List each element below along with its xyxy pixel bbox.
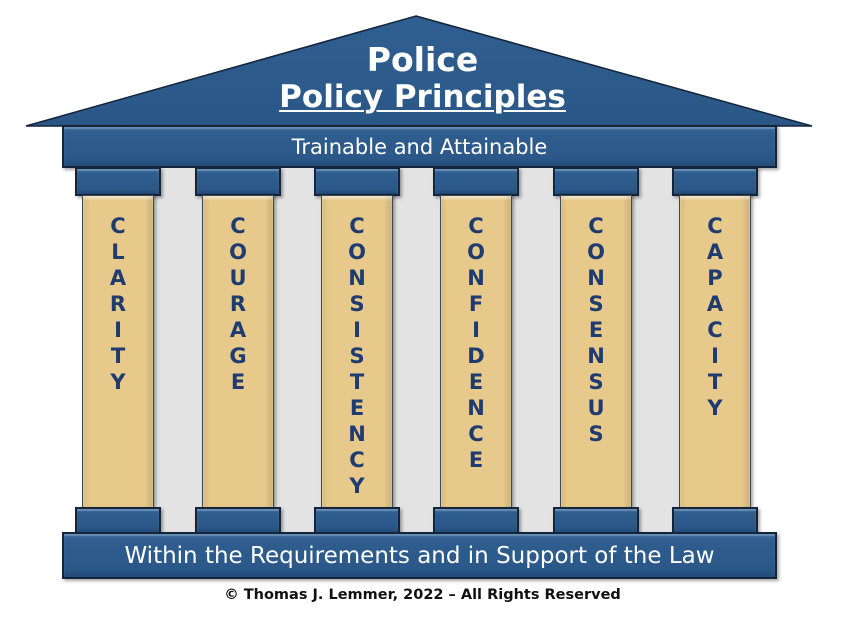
pillar-letter: N [467, 266, 485, 290]
pillar-letter: L [111, 240, 125, 264]
pillar-consistency: C O N S I S T E N C Y [321, 195, 393, 508]
pillar-letter: C [349, 448, 365, 472]
pillar-letter: A [109, 266, 127, 290]
pillar-courage: C O U R A G E [202, 195, 274, 508]
pillar-consensus: C O N S E N S U S [560, 195, 632, 508]
pillar-base [672, 507, 758, 534]
pillar-letter: A [706, 292, 724, 316]
pillar-letter: T [707, 370, 723, 394]
pillar-letter: C [707, 214, 723, 238]
pillar-letter: T [110, 344, 126, 368]
pillar-letter: E [468, 448, 484, 472]
entablature-text: Trainable and Attainable [291, 134, 548, 159]
foundation-text: Within the Requirements and in Support o… [124, 542, 715, 569]
pillar-letter: N [348, 266, 366, 290]
pillar-capital [553, 167, 639, 196]
pillar-letter: O [587, 240, 605, 264]
colonnade-background [82, 168, 751, 532]
pillar-letter: N [467, 396, 485, 420]
pillar-letter: U [229, 266, 247, 290]
pillar-letter: Y [349, 474, 365, 498]
pillar-letter: G [229, 344, 247, 368]
pillar-letter: N [587, 266, 605, 290]
pillar-letter: S [588, 422, 604, 446]
pillar-letter: S [588, 370, 604, 394]
pillar-letter: C [468, 214, 484, 238]
pillar-letter: R [229, 292, 247, 316]
pillar-letter: A [706, 240, 724, 264]
pillar-letter: F [468, 292, 484, 316]
pillar-letter: I [353, 318, 361, 342]
pillar-letter: I [114, 318, 122, 342]
pillar-letter: C [588, 214, 604, 238]
title-line-2: Policy Principles [279, 79, 566, 115]
pillar-base [195, 507, 281, 534]
pillar-letter: E [588, 318, 604, 342]
pillar-letter: C [349, 214, 365, 238]
copyright-notice: © Thomas J. Lemmer, 2022 – All Rights Re… [224, 587, 621, 603]
pillar-letter: C [230, 214, 246, 238]
pillar-letter: A [229, 318, 247, 342]
pillar-letter: R [109, 292, 127, 316]
pillar-letter: C [110, 214, 126, 238]
pillar-letter: Y [707, 396, 723, 420]
pillar-capacity: C A P A C I T Y [679, 195, 751, 508]
pillar-base [433, 507, 519, 534]
pillar-capital [195, 167, 281, 196]
pillar-letter: C [707, 318, 723, 342]
pillar-letter: P [707, 266, 723, 290]
pillar-base [553, 507, 639, 534]
entablature-band: Trainable and Attainable [62, 125, 777, 168]
pillar-letter: Y [110, 370, 126, 394]
pillar-base [314, 507, 400, 534]
pillar-letter: S [349, 344, 365, 368]
pillar-letter: S [588, 292, 604, 316]
title-line-1: Police [366, 40, 479, 79]
pillar-letter: I [472, 318, 480, 342]
pillar-capital [314, 167, 400, 196]
pillar-confidence: C O N F I D E N C E [440, 195, 512, 508]
pillar-letter: N [348, 422, 366, 446]
pillar-letter: E [349, 396, 365, 420]
pillar-letter: I [711, 344, 719, 368]
pillar-capital [433, 167, 519, 196]
pillar-letter: O [348, 240, 366, 264]
pillar-letter: E [230, 370, 246, 394]
pillar-base [75, 507, 161, 534]
pillar-letter: E [468, 370, 484, 394]
pillar-letter: C [468, 422, 484, 446]
pillar-capital [672, 167, 758, 196]
pillar-capital [75, 167, 161, 196]
pillar-letter: N [587, 344, 605, 368]
foundation-band: Within the Requirements and in Support o… [62, 532, 777, 579]
pillar-letter: U [587, 396, 605, 420]
pillar-letter: S [349, 292, 365, 316]
pillar-clarity: C L A R I T Y [82, 195, 154, 508]
pillar-letter: O [467, 240, 485, 264]
pillar-letter: O [229, 240, 247, 264]
pillar-letter: D [467, 344, 485, 368]
pillar-letter: T [349, 370, 365, 394]
